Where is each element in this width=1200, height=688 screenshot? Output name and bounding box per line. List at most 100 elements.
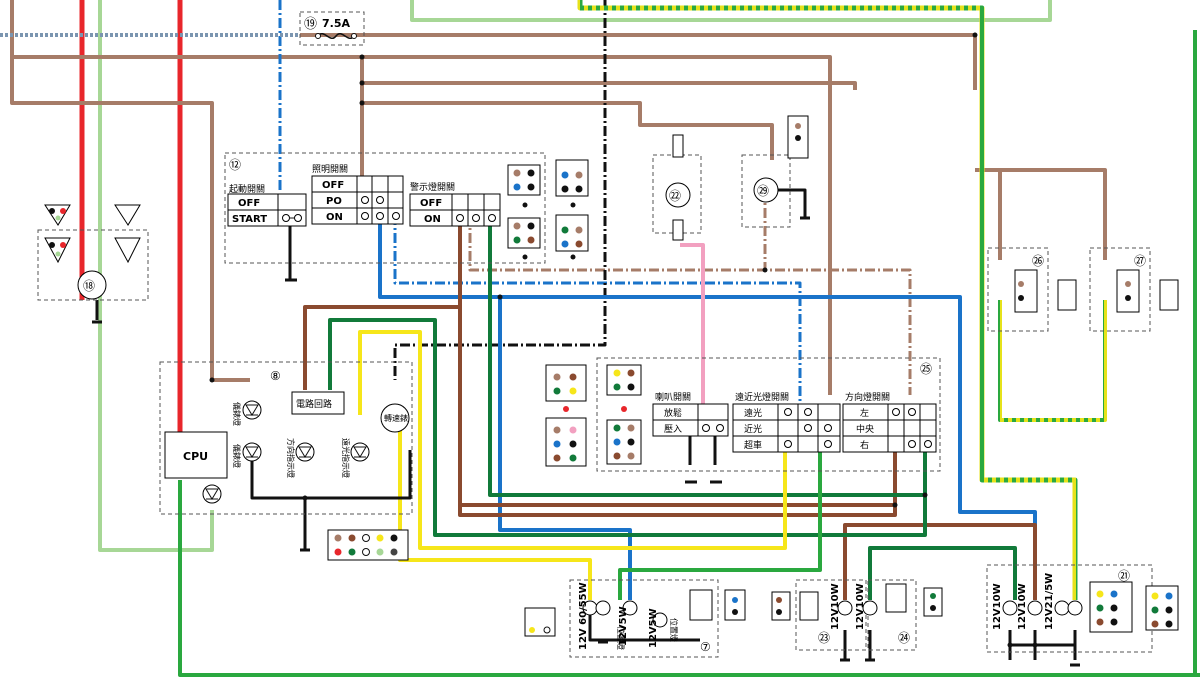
wire-brown-main — [12, 55, 832, 395]
wire-lightgreen-top — [410, 0, 1052, 22]
hazard-switch-row-on: ON — [424, 214, 441, 225]
switch-contact-icon — [361, 196, 400, 220]
meter-number: ⑧ — [270, 369, 281, 383]
component-7: ⑦ — [700, 640, 711, 654]
tail-lights: ㉑ 12V10W 12V10W 12V21/5W — [992, 569, 1179, 633]
switch-contact-icon — [282, 214, 302, 222]
hazard-switch-row-off: OFF — [420, 198, 442, 209]
start-switch: ⑫ 起動開關 OFF START — [227, 158, 307, 227]
wire-darkgreen3 — [868, 546, 1017, 600]
tach-gauge — [380, 403, 410, 433]
meter-lamp-4: 遠光指示燈 — [341, 438, 351, 478]
relay-label: 電路回路 — [296, 398, 332, 410]
wire-yellow — [358, 330, 787, 550]
component-22: ㉒ — [669, 189, 681, 203]
headlight-spec-3: 12V5W — [648, 608, 659, 648]
dashed-boxes — [37, 11, 1153, 658]
turn-row-left: 左 — [860, 407, 869, 419]
ignition-switch: ⑱ — [44, 204, 141, 300]
wire-blue-dashdot2 — [393, 215, 802, 410]
horn-row-release: 放鬆 — [664, 407, 682, 419]
component-26: ㉖ — [1032, 254, 1044, 268]
wire-pink — [680, 243, 705, 410]
horn-row-press: 壓入 — [664, 424, 682, 435]
light-switch-row-on: ON — [326, 212, 343, 223]
turn-switch-title: 方向燈開關 — [845, 391, 890, 403]
front-turn-spec-2: 12V10W — [855, 583, 866, 630]
component-18: ⑱ — [83, 279, 95, 293]
bulb-icon — [837, 600, 878, 616]
indicator-lamp-icon — [202, 400, 370, 504]
flasher-relay: ㉙ — [753, 115, 809, 203]
tail-spec-2: 12V10W — [1017, 583, 1028, 630]
tail-spec-1: 12V10W — [992, 583, 1003, 630]
relay-block — [291, 391, 345, 415]
switch-contact-icon — [702, 424, 724, 432]
fuse-icon — [317, 33, 355, 39]
wire-green-yellow2 — [998, 300, 1107, 422]
component-24: ㉔ — [898, 631, 910, 645]
meter-lamp-2: 儀錶燈 — [232, 444, 242, 468]
component-27: ㉗ — [1134, 254, 1146, 268]
wire-green2 — [618, 450, 822, 600]
wire-darkbrown3 — [843, 523, 1037, 600]
component-29: ㉙ — [757, 184, 769, 198]
connector-icon — [327, 529, 409, 561]
wire-brown-bus — [10, 0, 250, 382]
dimmer-switch-title: 遠近光燈開關 — [735, 391, 789, 403]
front-turn-spec-1: 12V10W — [830, 583, 841, 630]
ground-icon — [92, 216, 1080, 667]
wire-yellow2 — [398, 415, 592, 600]
dimmer-row-low: 近光 — [744, 423, 762, 435]
position-lamp-1: 位置燈 — [616, 626, 626, 650]
component-21: ㉑ — [1118, 569, 1130, 583]
start-switch-number: ⑫ — [229, 158, 241, 172]
handlebar-switch: ㉕ 喇叭開關 放鬆 壓入 遠近光燈開關 遠光 近光 超車 方向燈開關 左 中央 … — [545, 362, 937, 467]
meter-lamp-1: 儀錶燈 — [232, 402, 242, 426]
wire-red — [79, 0, 183, 450]
wire-brown-switches — [360, 57, 857, 180]
cpu-block — [164, 431, 228, 479]
light-switch-title: 照明開關 — [312, 164, 348, 175]
light-switch-row-off: OFF — [322, 180, 344, 191]
headlight-assembly: ⑦ 12V 60/55W 12V5W 12V5W 位置燈 位置燈 — [524, 582, 746, 654]
tach-label: 轉速錶 — [384, 413, 408, 423]
fuse-rating: 7.5A — [322, 17, 350, 30]
handlebar-number: ㉕ — [920, 362, 932, 376]
wire-junctions — [209, 32, 1038, 648]
wire-brown-right — [973, 35, 1107, 260]
wire-darkgreen2 — [488, 215, 925, 497]
dimmer-row-pass: 超車 — [744, 439, 762, 451]
turn-row-right: 右 — [860, 439, 869, 451]
wire-brown-dashdot — [468, 190, 912, 395]
brake-switches: ㉖ ㉗ — [1014, 254, 1179, 313]
wire-green-yellow — [577, 0, 1078, 600]
wire-darkbrown2 — [458, 215, 895, 507]
bulb-icon — [582, 600, 668, 628]
wire-green — [178, 480, 1200, 677]
headlight-spec-1: 12V 60/55W — [578, 582, 589, 650]
turn-row-center: 中央 — [856, 423, 874, 435]
horn-component: ㉒ — [665, 134, 691, 241]
dimmer-row-high: 遠光 — [744, 407, 762, 419]
switch-contact-icon — [892, 408, 932, 448]
fuse: ⑲ 7.5A — [304, 17, 357, 39]
light-switch: 照明開關 OFF PO ON — [311, 164, 404, 225]
position-lamp-2: 位置燈 — [669, 618, 679, 642]
bulb-icon — [1002, 600, 1083, 616]
front-turn-signals: ㉓ ㉔ 12V10W 12V10W — [771, 583, 943, 645]
start-switch-row-off: OFF — [238, 198, 260, 209]
horn-switch-title: 喇叭開關 — [655, 391, 691, 403]
wire-blue — [378, 215, 1037, 575]
wire-blue-lower — [498, 297, 632, 600]
headlight-spec-2: 12V5W — [618, 606, 629, 646]
start-switch-title: 起動開關 — [229, 184, 265, 195]
cpu-label: CPU — [183, 450, 208, 463]
hazard-switch: 警示燈開關 OFF ON — [409, 181, 501, 227]
fuse-number: ⑲ — [304, 17, 317, 32]
meter-lamp-3: 方向指示燈 — [286, 438, 296, 478]
connector-icon — [507, 159, 589, 260]
meter-assembly: ⑧ CPU 電路回路 轉速錶 儀錶燈 儀錶燈 方向指示燈 遠光指示燈 — [164, 369, 410, 504]
wire-darkgreen — [328, 318, 927, 537]
